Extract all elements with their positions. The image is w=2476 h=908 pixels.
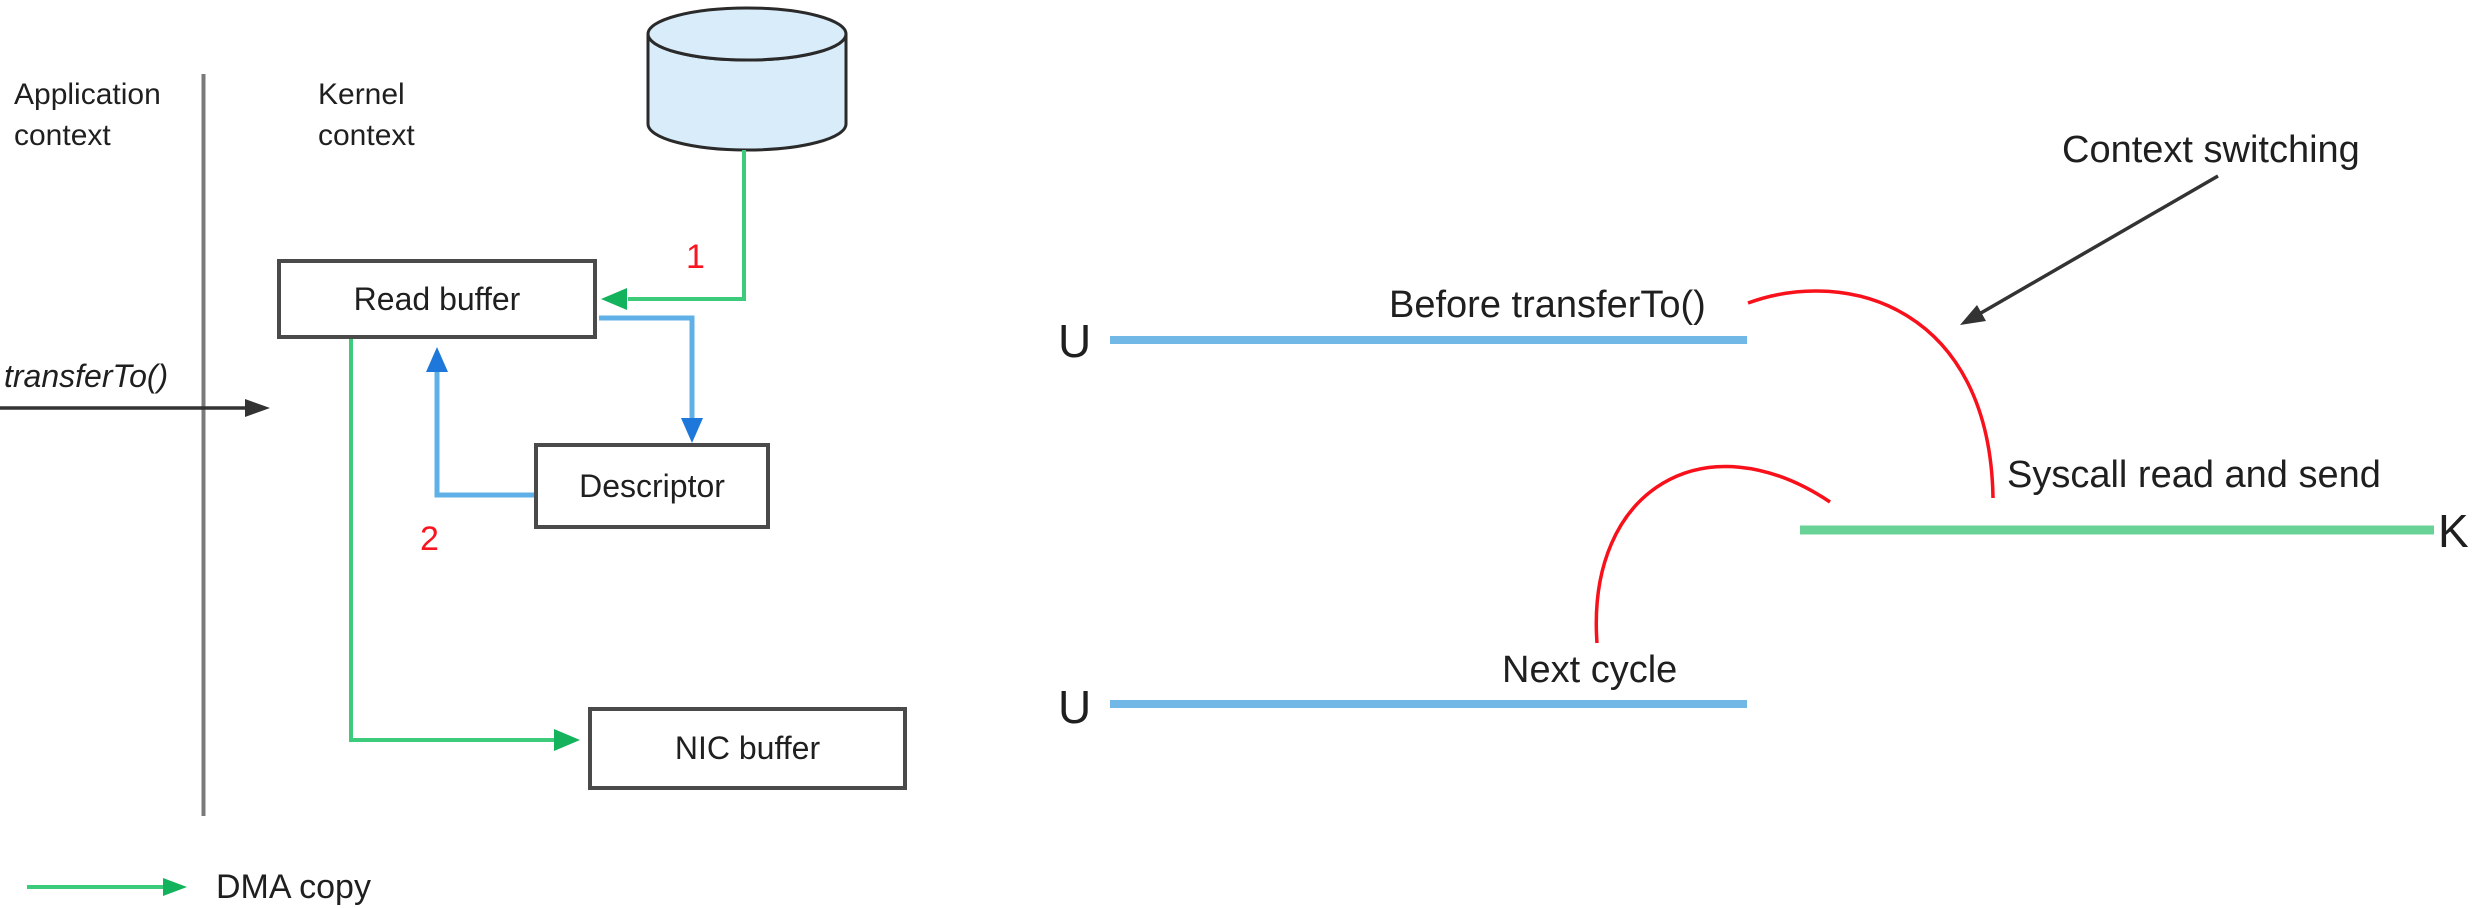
- syscall-read-send-label: Syscall read and send: [2007, 454, 2381, 496]
- application-context-label: Application context: [14, 78, 161, 153]
- context-switch-arc-user-to-kernel: [1747, 289, 1995, 499]
- descriptor-label: Descriptor: [579, 467, 725, 504]
- dma-copy-legend-label: DMA copy: [216, 868, 371, 906]
- user-mode-label-2: U: [1058, 681, 1092, 733]
- kernel-mode-label: K: [2438, 505, 2469, 557]
- user-mode-label-1: U: [1058, 315, 1092, 367]
- dma-arrow-read-buffer-to-nic-buffer: [349, 339, 580, 751]
- next-cycle-label: Next cycle: [1502, 649, 1678, 691]
- nic-buffer-box: NIC buffer: [588, 707, 907, 790]
- copy-arrow-read-buffer-to-descriptor: [599, 315, 703, 443]
- kernel-context-label: Kernel context: [318, 78, 415, 153]
- before-prefix-text: Before: [1389, 284, 1512, 326]
- step-1-label: 1: [686, 238, 705, 276]
- dma-arrow-disk-to-read-buffer: [601, 150, 746, 310]
- before-transferto-label: Before transferTo(): [1389, 279, 1706, 331]
- transferto-call-arrow: [0, 399, 270, 417]
- context-switch-arc-kernel-to-user: [1594, 464, 1831, 644]
- descriptor-box: Descriptor: [534, 443, 770, 529]
- context-switching-pointer-arrow: [1960, 174, 2219, 325]
- disk-cylinder-icon: [646, 6, 848, 152]
- transferto-label: transferTo(): [4, 358, 169, 394]
- read-buffer-box: Read buffer: [277, 259, 597, 339]
- legend-dma-arrow: [27, 878, 187, 896]
- read-buffer-label: Read buffer: [353, 280, 521, 317]
- nic-buffer-label: NIC buffer: [674, 730, 821, 766]
- before-func-text: transferTo(): [1511, 284, 1706, 326]
- copy-arrow-descriptor-to-read-buffer: [426, 347, 534, 498]
- step-2-label: 2: [420, 520, 439, 558]
- context-switching-label: Context switching: [2062, 129, 2360, 171]
